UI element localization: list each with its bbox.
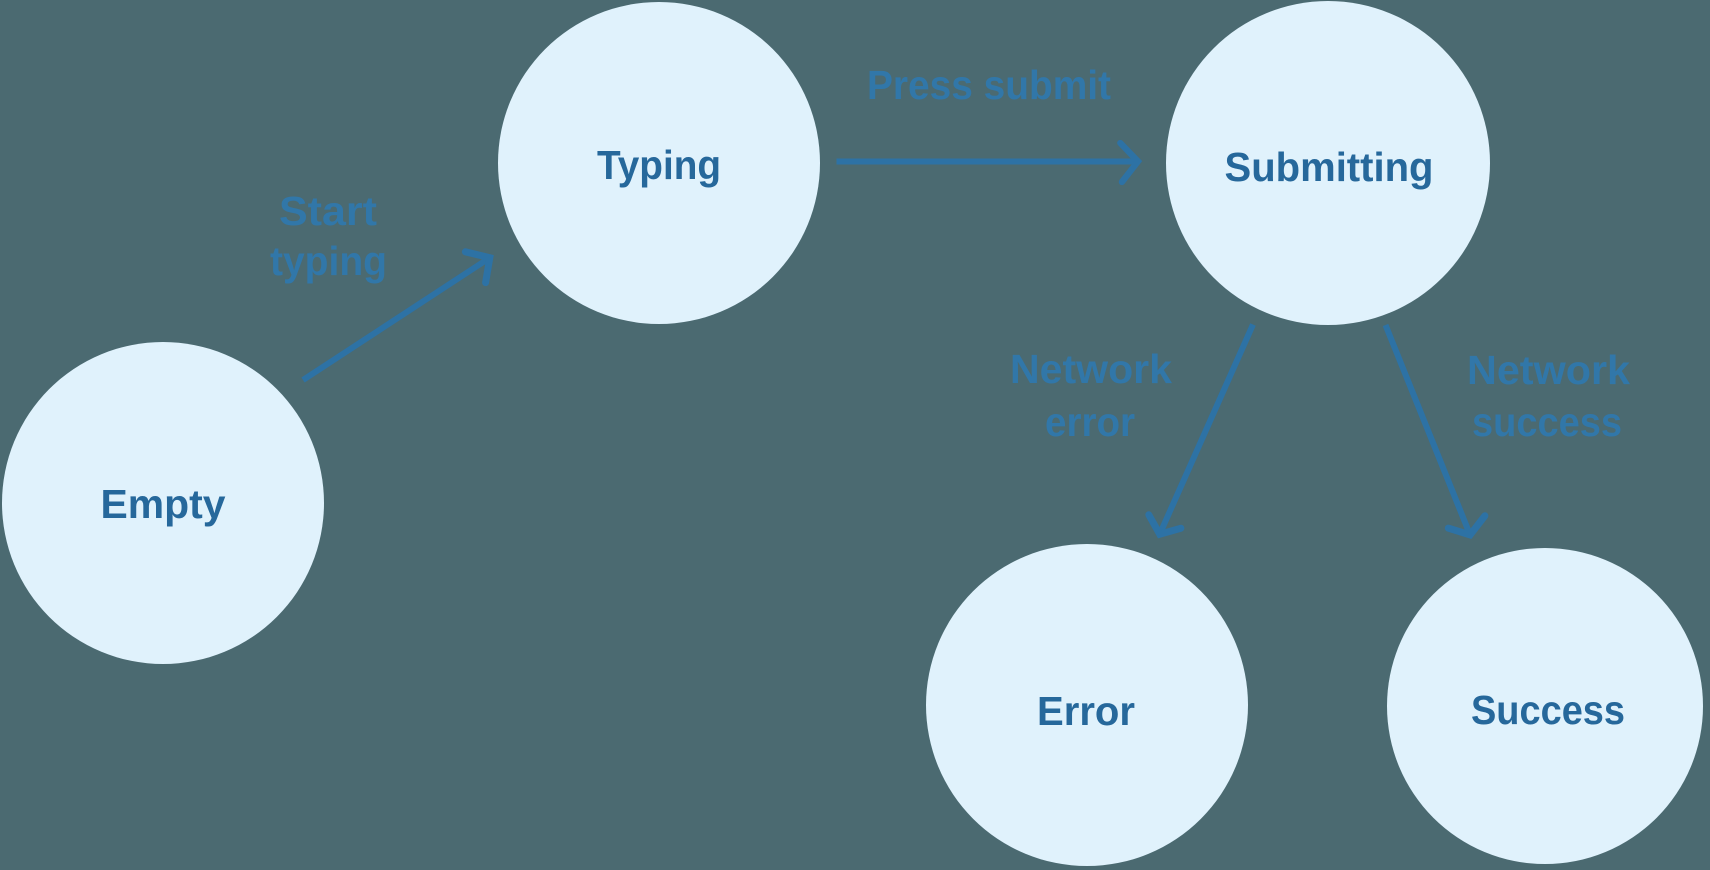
svg-text:Press submit: Press submit [867,62,1111,108]
svg-text:Error: Error [1037,688,1135,734]
svg-text:Network: Network [1467,347,1630,393]
svg-text:Network: Network [1010,346,1172,392]
svg-text:error: error [1045,399,1135,445]
svg-text:Success: Success [1471,687,1625,733]
svg-text:typing: typing [270,238,387,284]
svg-text:Empty: Empty [101,481,226,527]
svg-text:success: success [1472,399,1622,445]
svg-text:Start: Start [279,188,377,234]
svg-text:Submitting: Submitting [1225,144,1434,190]
svg-text:Typing: Typing [597,142,721,188]
